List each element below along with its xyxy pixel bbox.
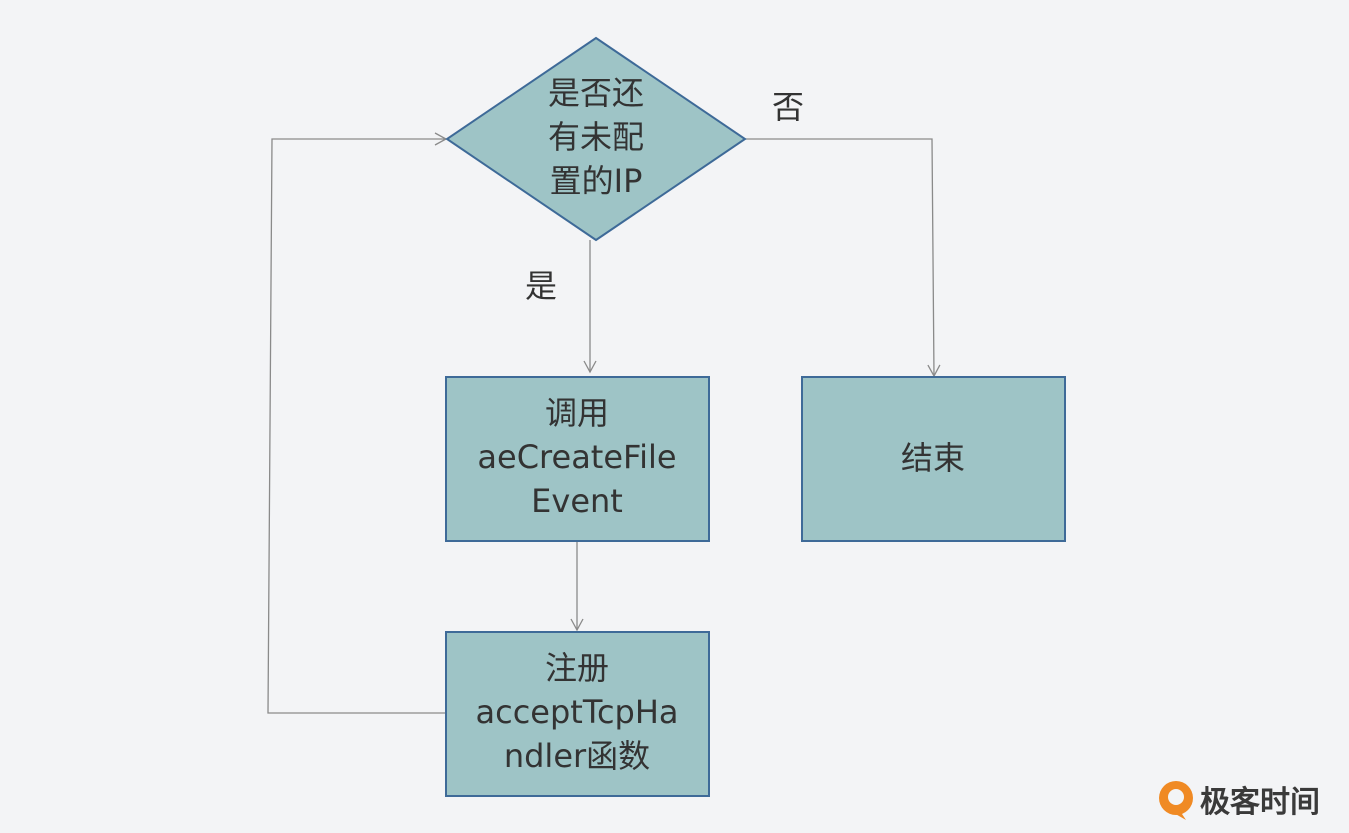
register-node: 注册 acceptTcpHa ndler函数 [445,631,710,797]
geektime-logo-icon [1159,781,1193,820]
call-line-1: 调用 [545,394,609,432]
call-node: 调用 aeCreateFile Event [445,376,710,542]
decision-line-2: 有未配 [548,118,644,156]
edge-label-no: 否 [772,88,804,126]
logo-text: 极客时间 [1200,785,1320,820]
call-line-2: aeCreateFile [477,438,676,476]
register-line-1: 注册 [545,649,609,687]
decision-line-3: 置的IP [550,162,643,200]
edge-decision-to-end [745,138,941,378]
end-label: 结束 [901,439,965,477]
edge-register-loop-back [267,132,448,714]
decision-line-1: 是否还 [548,74,644,112]
geektime-logo: 极客时间 [1159,781,1320,820]
register-line-2: acceptTcpHa [475,693,678,731]
call-line-3: Event [531,482,623,520]
register-line-3: ndler函数 [504,737,650,775]
edge-label-yes: 是 [525,267,557,305]
decision-node: 是否还 有未配 置的IP [445,36,747,242]
end-node: 结束 [801,376,1066,542]
